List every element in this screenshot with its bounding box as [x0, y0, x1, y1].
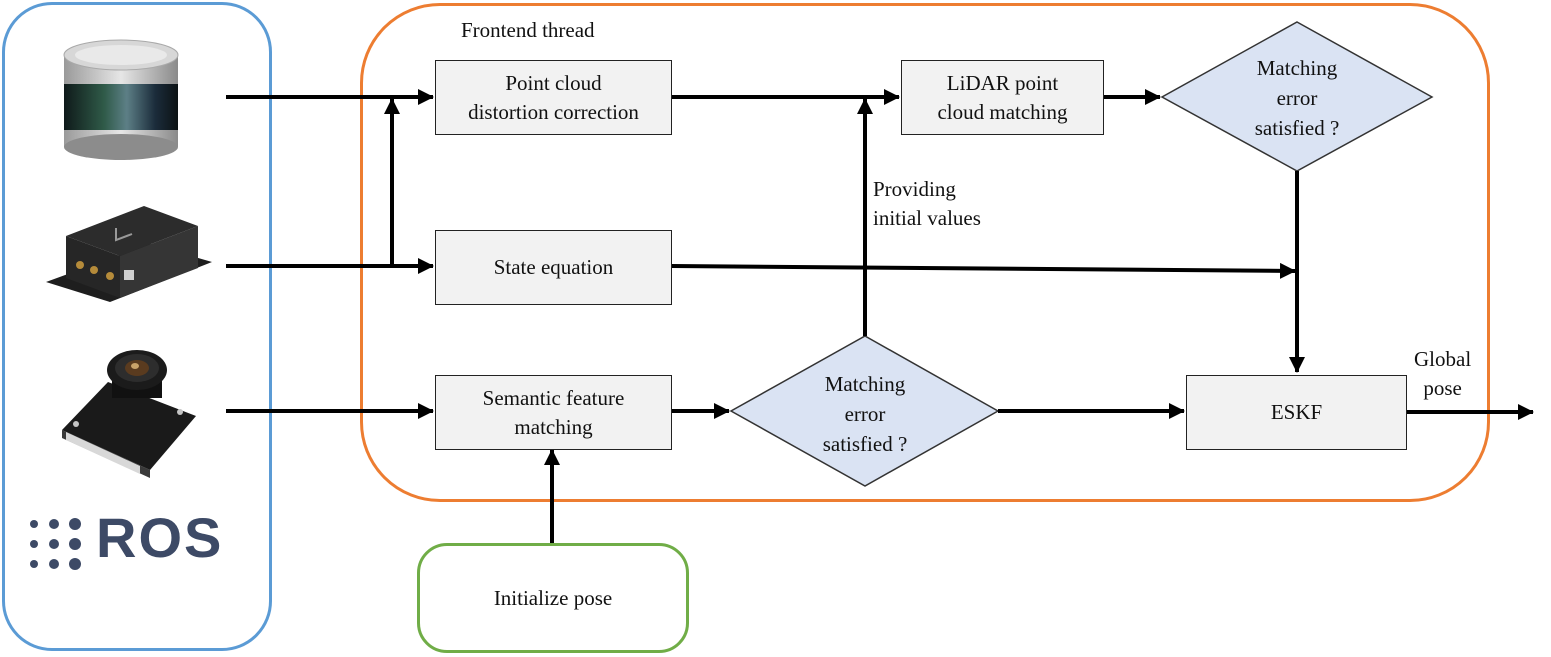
initial-values-label: Providing initial values — [873, 177, 981, 230]
initialize-group — [417, 543, 689, 653]
initialize-pose-label: Initialize pose — [493, 586, 613, 610]
distortion-correction-box: Point cloud distortion correction — [435, 60, 672, 135]
camera-sensor-icon — [62, 350, 196, 478]
lower-decision-label: Matching error satisfied ? — [822, 372, 908, 456]
global-pose-label: Global pose — [1414, 347, 1472, 400]
state-equation-box: State equation — [435, 230, 672, 305]
lidar-matching-box: LiDAR point cloud matching — [901, 60, 1104, 135]
arrow-state-to-eskf-line — [671, 262, 1296, 279]
frontend-thread-label: Frontend thread — [461, 18, 595, 42]
ros-logo-icon — [30, 518, 81, 570]
semantic-matching-box: Semantic feature matching — [435, 375, 672, 450]
upper-decision-label: Matching error satisfied ? — [1254, 56, 1340, 140]
lower-decision-diamond — [729, 335, 1000, 487]
frontend-thread-group — [360, 3, 1490, 502]
eskf-box: ESKF — [1186, 375, 1407, 450]
sensor-group — [2, 2, 272, 651]
imu-sensor-icon — [46, 206, 212, 302]
lidar-sensor-icon — [63, 39, 179, 160]
ros-logo-text: ROS — [96, 506, 224, 569]
